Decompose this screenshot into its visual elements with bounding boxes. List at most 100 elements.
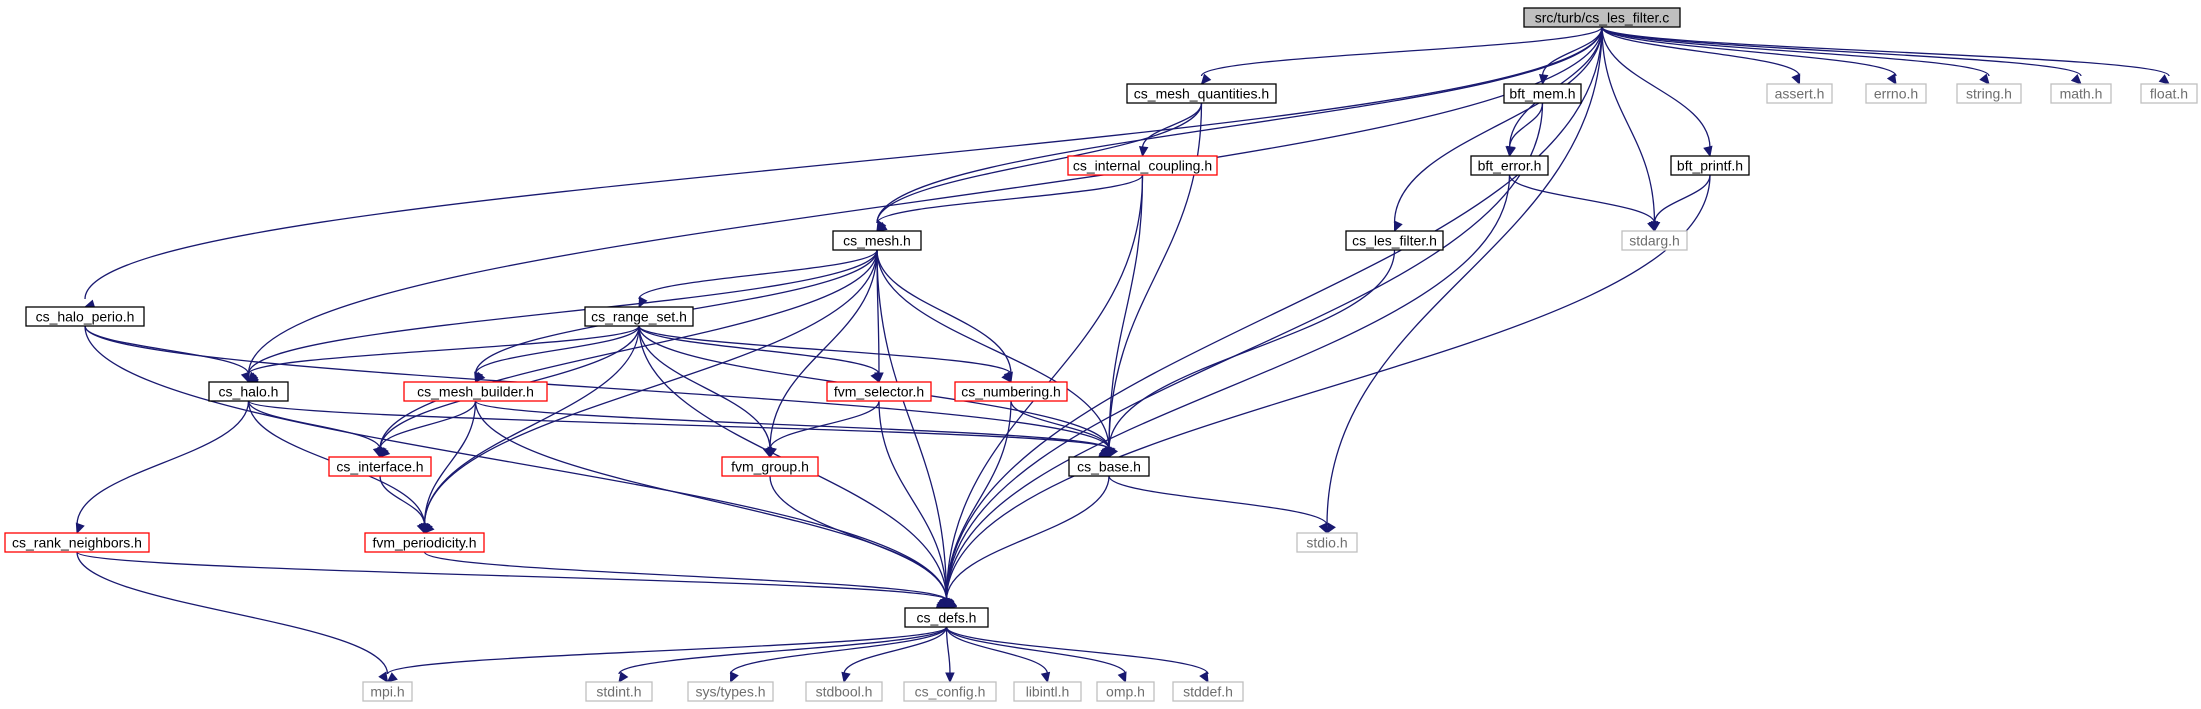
arrowhead-cs_range_set-to-cs_mesh_builder bbox=[474, 371, 484, 384]
node-cs-base[interactable]: cs_base.h bbox=[1068, 456, 1150, 477]
node-cs-les-filter[interactable]: cs_les_filter.h bbox=[1345, 230, 1444, 251]
node-box bbox=[1172, 681, 1244, 702]
node-string: string.h bbox=[1956, 83, 2022, 104]
node-cs-defs[interactable]: cs_defs.h bbox=[904, 607, 989, 628]
node-cs-numbering[interactable]: cs_numbering.h bbox=[954, 381, 1068, 402]
edge-bft_mem-to-bft_error bbox=[1508, 102, 1544, 149]
edge-cs_halo_perio-to-cs_base bbox=[84, 325, 1110, 450]
node-root[interactable]: src/turb/cs_les_filter.c bbox=[1523, 7, 1681, 28]
edge-cs_rank_neighbors-to-cs_defs bbox=[76, 551, 948, 601]
node-label: cs_config.h bbox=[915, 684, 986, 700]
edge-root-to-string bbox=[1601, 26, 1990, 77]
edge-cs_internal_coupling-to-cs_mesh bbox=[876, 174, 1144, 224]
node-bft-mem[interactable]: bft_mem.h bbox=[1503, 83, 1582, 104]
node-fvm-group[interactable]: fvm_group.h bbox=[721, 456, 819, 477]
node-box bbox=[328, 456, 432, 477]
node-box bbox=[4, 532, 150, 553]
edge-cs_internal_coupling-to-cs_base bbox=[1108, 174, 1144, 450]
edge-fvm_group-to-cs_defs bbox=[769, 475, 948, 601]
arrowhead-root-to-math bbox=[2070, 73, 2082, 85]
edge-cs_halo-to-cs_base bbox=[247, 400, 1110, 450]
node-label: fvm_selector.h bbox=[834, 384, 924, 400]
node-label: mpi.h bbox=[370, 684, 404, 700]
node-cs-halo-perio[interactable]: cs_halo_perio.h bbox=[25, 306, 145, 327]
edge-cs_interface-to-fvm_periodicity bbox=[379, 475, 426, 526]
node-label: fvm_periodicity.h bbox=[372, 535, 476, 551]
arrowhead-root-to-cs_les_filter bbox=[1393, 220, 1403, 233]
edge-cs_mesh_builder-to-cs_base bbox=[474, 400, 1110, 450]
edge-cs_defs-to-omp bbox=[945, 626, 1127, 675]
node-box bbox=[904, 607, 989, 628]
node-box bbox=[1296, 532, 1358, 553]
node-box bbox=[832, 230, 922, 251]
node-cs-halo[interactable]: cs_halo.h bbox=[208, 381, 289, 402]
edge-cs_range_set-to-fvm_selector bbox=[638, 325, 880, 375]
node-label: cs_halo_perio.h bbox=[36, 309, 135, 325]
node-cs-mesh-builder[interactable]: cs_mesh_builder.h bbox=[403, 381, 548, 402]
node-math: math.h bbox=[2050, 83, 2112, 104]
node-label: fvm_group.h bbox=[731, 459, 809, 475]
node-box bbox=[1766, 83, 1833, 104]
node-bft-error[interactable]: bft_error.h bbox=[1470, 155, 1549, 176]
arrowhead-cs_defs-to-cs_config bbox=[945, 672, 955, 684]
node-label: cs_defs.h bbox=[917, 610, 977, 626]
node-cs-rank-neighbors[interactable]: cs_rank_neighbors.h bbox=[4, 532, 150, 553]
edge-cs_mesh-to-cs_range_set bbox=[638, 249, 878, 300]
node-box bbox=[1865, 83, 1927, 104]
arrowhead-cs_halo-to-cs_rank_neighbors bbox=[75, 522, 85, 535]
node-cs-range-set[interactable]: cs_range_set.h bbox=[584, 306, 694, 327]
arrowhead-cs_range_set-to-fvm_selector bbox=[870, 371, 880, 384]
node-cs-internal-coupling[interactable]: cs_internal_coupling.h bbox=[1067, 155, 1218, 176]
node-label: assert.h bbox=[1775, 86, 1825, 102]
node-label: cs_mesh_builder.h bbox=[417, 384, 534, 400]
node-label: cs_internal_coupling.h bbox=[1073, 158, 1212, 174]
node-fvm-selector[interactable]: fvm_selector.h bbox=[826, 381, 932, 402]
node-label: omp.h bbox=[1106, 684, 1145, 700]
edge-cs_mesh-to-fvm_periodicity bbox=[423, 249, 878, 526]
node-box bbox=[1621, 230, 1688, 251]
node-label: cs_mesh.h bbox=[843, 233, 911, 249]
node-box bbox=[208, 381, 289, 402]
node-box bbox=[1013, 681, 1082, 702]
arrowhead-cs_range_set-to-cs_numbering bbox=[1001, 371, 1012, 383]
arrowhead-cs_mesh-to-cs_range_set bbox=[638, 296, 648, 309]
node-omp: omp.h bbox=[1096, 681, 1155, 702]
node-fvm-periodicity[interactable]: fvm_periodicity.h bbox=[364, 532, 485, 553]
nodes-layer: src/turb/cs_les_filter.c cs_mesh_quantiti… bbox=[4, 7, 2198, 702]
node-box bbox=[1670, 155, 1750, 176]
edge-root-to-cs_mesh_quantities bbox=[1200, 26, 1603, 77]
node-cs-mesh[interactable]: cs_mesh.h bbox=[832, 230, 922, 251]
edge-cs_mesh_quantities-to-cs_base bbox=[1108, 102, 1203, 450]
node-box bbox=[1345, 230, 1444, 251]
node-cs-interface[interactable]: cs_interface.h bbox=[328, 456, 432, 477]
arrowhead-cs_defs-to-stddef bbox=[1199, 671, 1209, 684]
node-box bbox=[364, 532, 485, 553]
arrowhead-root-to-stdio bbox=[1326, 522, 1336, 535]
node-label: sys/types.h bbox=[695, 684, 765, 700]
node-bft-printf[interactable]: bft_printf.h bbox=[1670, 155, 1750, 176]
node-stddef: stddef.h bbox=[1172, 681, 1244, 702]
edge-bft_error-to-stdarg bbox=[1508, 174, 1656, 224]
arrowhead-cs_defs-to-sys_types bbox=[729, 671, 739, 684]
node-cs-config: cs_config.h bbox=[903, 681, 997, 702]
node-label: errno.h bbox=[1874, 86, 1918, 102]
edge-root-to-cs_defs bbox=[945, 26, 1603, 601]
node-cs-mesh-quantities[interactable]: cs_mesh_quantities.h bbox=[1126, 83, 1277, 104]
node-label: cs_halo.h bbox=[219, 384, 279, 400]
node-label: cs_numbering.h bbox=[961, 384, 1061, 400]
node-label: stdbool.h bbox=[816, 684, 873, 700]
edge-root-to-cs_les_filter bbox=[1393, 26, 1603, 224]
edge-root-to-errno bbox=[1601, 26, 1897, 77]
arrowhead-cs_defs-to-stdbool bbox=[841, 671, 851, 684]
edge-root-to-stdarg bbox=[1601, 26, 1656, 224]
node-label: libintl.h bbox=[1026, 684, 1070, 700]
arrowhead-root-to-errno bbox=[1886, 73, 1897, 86]
edge-cs_les_filter-to-cs_base bbox=[1108, 249, 1396, 450]
edge-cs_defs-to-sys_types bbox=[729, 626, 948, 675]
node-label: stdio.h bbox=[1306, 535, 1347, 551]
node-label: cs_interface.h bbox=[336, 459, 423, 475]
edge-cs_range_set-to-cs_numbering bbox=[638, 325, 1012, 375]
node-box bbox=[403, 381, 548, 402]
edge-root-to-math bbox=[1601, 26, 2082, 77]
